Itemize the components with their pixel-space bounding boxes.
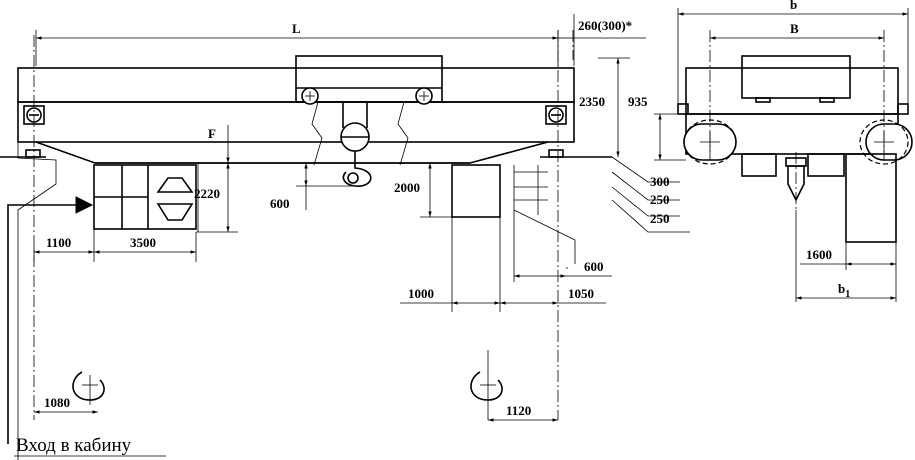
side-wheel-right <box>859 119 913 165</box>
break-line-left <box>311 101 323 166</box>
label-f: F <box>208 126 216 141</box>
wheel-detail-right <box>470 350 503 420</box>
side-view <box>654 8 913 302</box>
cabin-entry-arrow <box>75 196 94 214</box>
label-d600-right: 600 <box>584 259 604 274</box>
label-d1050: 1050 <box>568 286 594 301</box>
label-clear-height: 2000 <box>394 180 420 195</box>
label-d250a: 250 <box>650 192 670 207</box>
label-hook-low: 600 <box>270 196 290 211</box>
label-height-main: 2350 <box>579 94 605 109</box>
label-d1000: 1000 <box>408 286 434 301</box>
front-view <box>0 14 690 460</box>
hook-block <box>340 102 372 187</box>
trolley <box>295 55 443 105</box>
label-width-inner: B <box>790 21 799 36</box>
label-height-trolley: 935 <box>628 94 648 109</box>
label-d250b: 250 <box>650 211 670 226</box>
label-cab-width: 3500 <box>130 235 156 250</box>
operator-cabin <box>93 164 197 230</box>
break-line-right <box>397 101 409 166</box>
label-cab-entry: Вход в кабину <box>16 435 132 456</box>
label-cab-left: 1100 <box>46 235 71 250</box>
label-offset: 260(300)* <box>578 18 632 33</box>
label-span: L <box>292 21 301 36</box>
main-girder-bottom <box>17 101 575 143</box>
wheel-detail-left <box>72 371 105 405</box>
label-cab-height: 2220 <box>194 186 220 201</box>
label-d300: 300 <box>650 174 670 189</box>
end-carriage-right <box>545 105 567 158</box>
girder-taper <box>35 141 549 164</box>
label-d1120: 1120 <box>506 403 531 418</box>
side-trolley <box>741 55 851 99</box>
label-width-total: b <box>790 0 797 12</box>
label-d1600: 1600 <box>806 247 832 262</box>
label-d1080: 1080 <box>44 395 70 410</box>
label-b1: b1 <box>838 281 850 300</box>
